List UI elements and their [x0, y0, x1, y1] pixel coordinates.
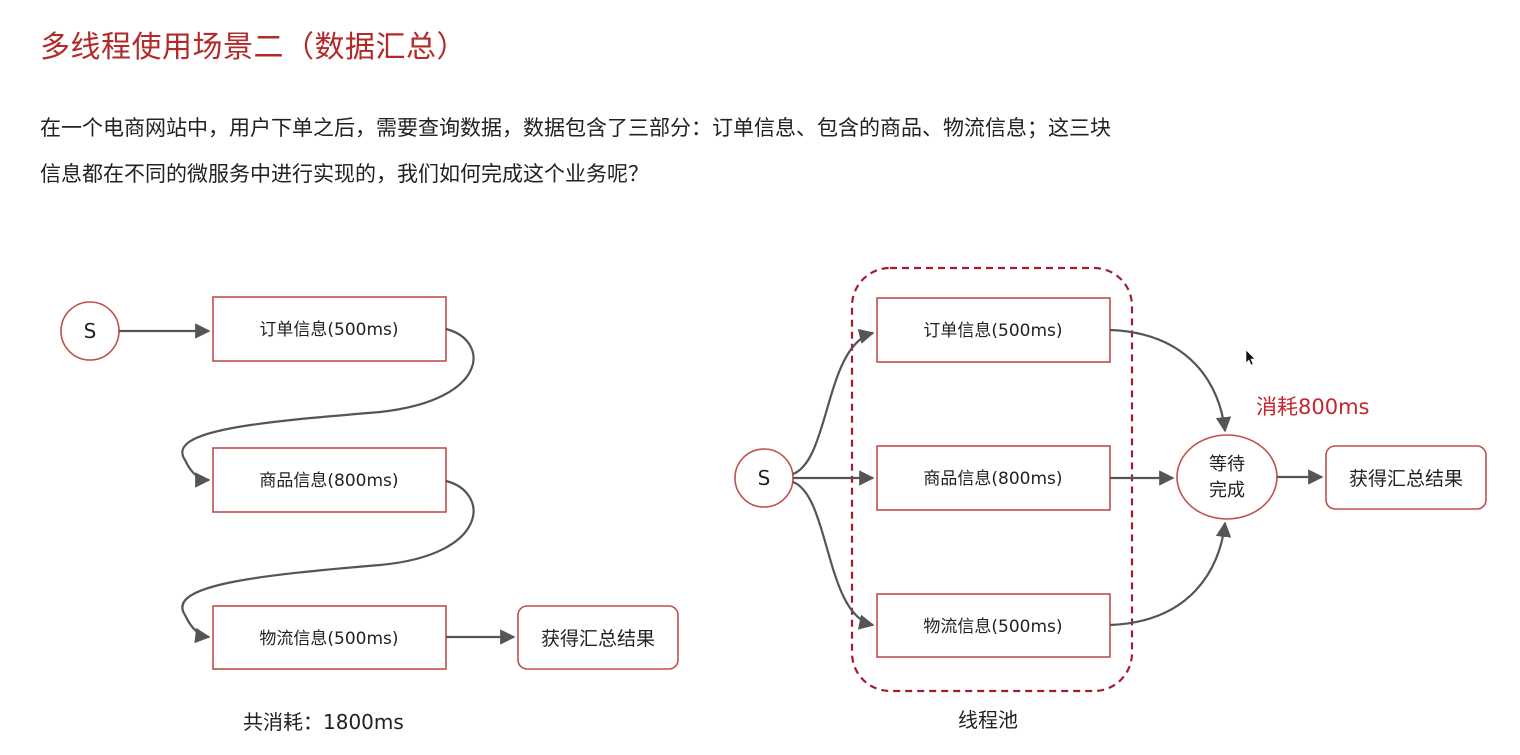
parallel-cost-label: 消耗800ms: [1256, 395, 1369, 419]
left-logistics-node: [212, 605, 447, 670]
wait-label-line-2: 完成: [1209, 480, 1245, 501]
left-start-label: S: [84, 319, 97, 343]
left-order-node: [212, 296, 447, 362]
thread-pool-caption: 线程池: [958, 708, 1018, 732]
thread-pool-region: [850, 266, 1134, 693]
left-edge-goods-logistics: [181, 479, 475, 644]
right-order-node: [876, 297, 1111, 363]
parallel-flow: 线程池 S 订单信息(500ms) 商品信息(800ms) 物流信息(500ms…: [734, 266, 1487, 732]
left-result-label: 获得汇总结果: [541, 628, 655, 650]
right-logistics-node: [876, 593, 1111, 658]
right-result-label: 获得汇总结果: [1349, 468, 1463, 490]
page-title: 多线程使用场景二（数据汇总）: [40, 30, 467, 65]
description-line-1: 在一个电商网站中，用户下单之后，需要查询数据，数据包含了三部分：订单信息、包含的…: [40, 116, 1111, 140]
mouse-cursor-icon: [1245, 349, 1256, 366]
left-goods-label: 商品信息(800ms): [259, 471, 398, 491]
right-logistics-label: 物流信息(500ms): [923, 617, 1062, 637]
right-goods-label: 商品信息(800ms): [923, 469, 1062, 489]
left-goods-node: [212, 447, 447, 513]
right-goods-node: [876, 445, 1111, 511]
serial-flow: S 订单信息(500ms) 商品信息(800ms) 物流信息(500ms) 获得…: [60, 296, 679, 734]
left-result-node: [517, 605, 679, 670]
right-edge-logistics-wait: [1109, 521, 1232, 627]
wait-complete-node: [1176, 434, 1278, 520]
right-order-label: 订单信息(500ms): [923, 321, 1062, 341]
left-logistics-label: 物流信息(500ms): [259, 629, 398, 649]
right-result-node: [1325, 445, 1487, 510]
left-total-caption: 共消耗：1800ms: [243, 710, 404, 734]
right-edge-start-order: [792, 328, 875, 476]
right-edge-order-wait: [1109, 328, 1232, 433]
wait-label-line-1: 等待: [1209, 454, 1245, 475]
left-order-label: 订单信息(500ms): [259, 320, 398, 340]
right-start-label: S: [758, 466, 771, 490]
left-edge-order-goods: [181, 327, 475, 488]
description-line-2: 信息都在不同的微服务中进行实现的，我们如何完成这个业务呢？: [40, 162, 649, 186]
right-edge-start-logistics: [792, 480, 875, 630]
